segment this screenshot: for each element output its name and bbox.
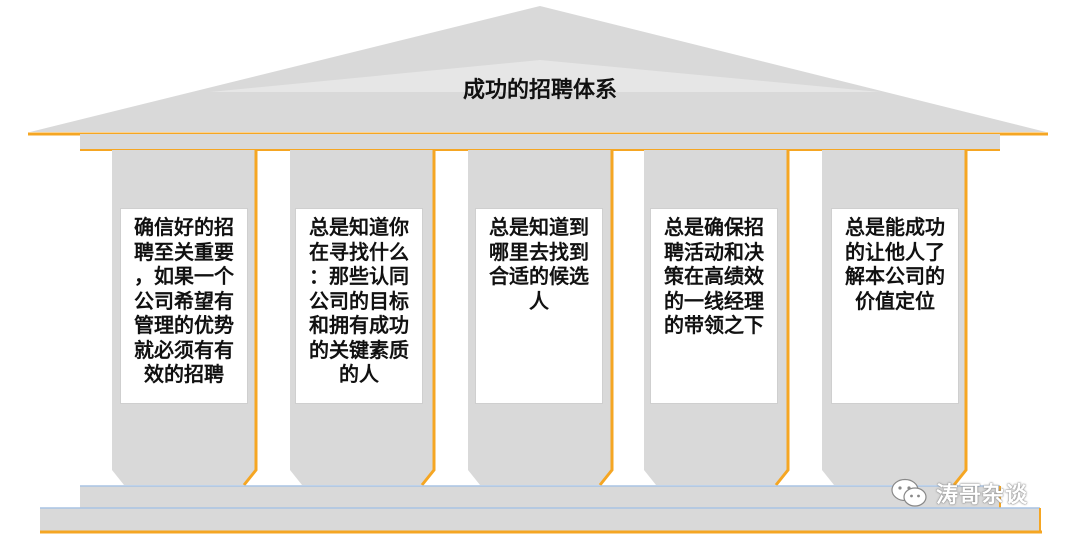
roof-beam [80, 134, 1000, 150]
pillar-2-text: 总是知道你 在寻找什么 ：那些认同 公司的目标 和拥有成功 的关键素质 的人 [295, 208, 423, 404]
pillar-4-text: 总是确保招 聘活动和决 策在高绩效 的一线经理 的带领之下 [650, 208, 778, 404]
base-step-1 [80, 486, 1000, 508]
watermark: 涛哥杂谈 [890, 476, 1028, 510]
watermark-text: 涛哥杂谈 [936, 483, 1029, 508]
pillar-3-text: 总是知道到 哪里去找到 合适的候选 人 [475, 208, 603, 404]
diagram-title: 成功的招聘体系 [462, 78, 617, 103]
pillar-1-text: 确信好的招 聘至关重要 ，如果一个 公司希望有 管理的优势 就必须有有 效的招聘 [120, 208, 248, 404]
wechat-icon [891, 478, 927, 507]
base-step-2 [40, 508, 1040, 532]
pillar-5-text: 总是能成功 的让他人了 解本公司的 价值定位 [831, 208, 959, 404]
roof-highlight [210, 60, 880, 92]
